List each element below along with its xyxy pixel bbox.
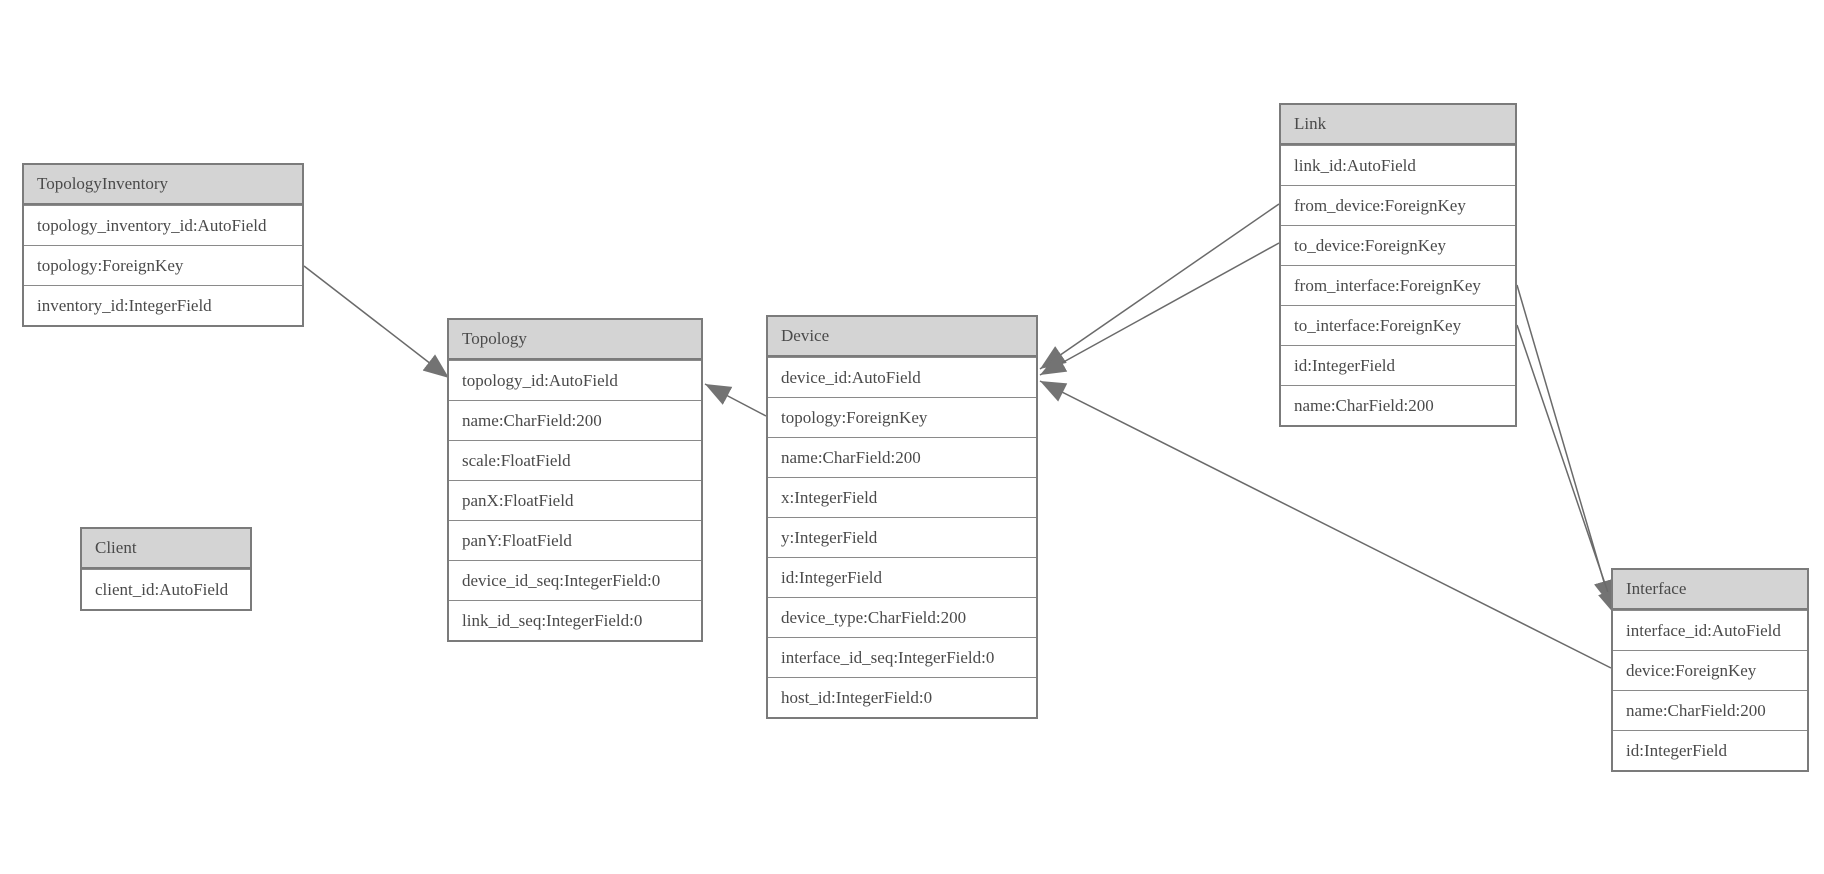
entity-field-row: inventory_id:IntegerField — [24, 285, 302, 325]
entity-title: Device — [768, 317, 1036, 357]
entity-field-row: to_interface:ForeignKey — [1281, 305, 1515, 345]
entity-title: Topology — [449, 320, 701, 360]
entity-title: Interface — [1613, 570, 1807, 610]
entity-field-row: id:IntegerField — [1281, 345, 1515, 385]
relation-device-topology-to-topology-topology_id — [704, 383, 767, 417]
entity-field-row: interface_id:AutoField — [1613, 610, 1807, 650]
entity-field-row: link_id:AutoField — [1281, 145, 1515, 185]
entity-field-row: client_id:AutoField — [82, 569, 250, 609]
entity-field-row: name:CharField:200 — [768, 437, 1036, 477]
entity-field-row: y:IntegerField — [768, 517, 1036, 557]
relation-topologyinventory-topology-to-topology-topology_id — [303, 265, 450, 379]
relation-link-from_interface-to-interface-interface_id — [1516, 284, 1614, 607]
entity-field-row: topology:ForeignKey — [24, 245, 302, 285]
entity-field-row: interface_id_seq:IntegerField:0 — [768, 637, 1036, 677]
entity-field-row: scale:FloatField — [449, 440, 701, 480]
entity-title: Link — [1281, 105, 1515, 145]
entity-field-row: panY:FloatField — [449, 520, 701, 560]
relation-link-to_interface-to-interface-interface_id — [1516, 324, 1618, 617]
entity-field-row: from_interface:ForeignKey — [1281, 265, 1515, 305]
entity-field-row: name:CharField:200 — [449, 400, 701, 440]
entity-field-row: topology_id:AutoField — [449, 360, 701, 400]
relation-link-to_device-to-device-device_id — [1039, 242, 1280, 376]
entity-title: TopologyInventory — [24, 165, 302, 205]
entity-title: Client — [82, 529, 250, 569]
entity-field-row: x:IntegerField — [768, 477, 1036, 517]
entity-field-row: id:IntegerField — [1613, 730, 1807, 770]
entity-field-row: topology_inventory_id:AutoField — [24, 205, 302, 245]
relation-link-from_device-to-device-device_id — [1039, 203, 1280, 370]
entity-field-row: topology:ForeignKey — [768, 397, 1036, 437]
entity-field-row: device_id:AutoField — [768, 357, 1036, 397]
entity-field-row: device_type:CharField:200 — [768, 597, 1036, 637]
entity-field-row: name:CharField:200 — [1613, 690, 1807, 730]
entity-field-row: device_id_seq:IntegerField:0 — [449, 560, 701, 600]
entity-field-row: panX:FloatField — [449, 480, 701, 520]
entity-field-row: name:CharField:200 — [1281, 385, 1515, 425]
entity-field-row: link_id_seq:IntegerField:0 — [449, 600, 701, 640]
entity-field-row: device:ForeignKey — [1613, 650, 1807, 690]
entity-field-row: id:IntegerField — [768, 557, 1036, 597]
entity-field-row: from_device:ForeignKey — [1281, 185, 1515, 225]
entity-field-row: host_id:IntegerField:0 — [768, 677, 1036, 717]
entity-field-row: to_device:ForeignKey — [1281, 225, 1515, 265]
